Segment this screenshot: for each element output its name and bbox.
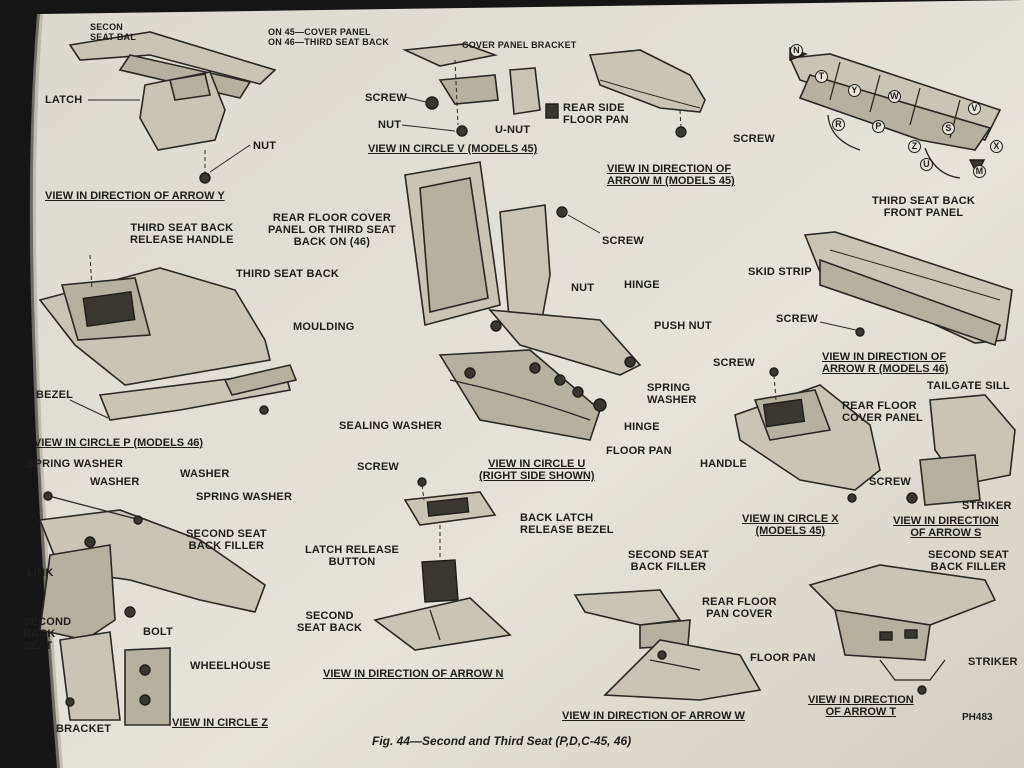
- key-letter-m: M: [973, 165, 986, 178]
- label-push-nut: PUSH NUT: [654, 320, 712, 332]
- view-arrow-y-drawing: [68, 31, 277, 184]
- label-bracket: BRACKET: [56, 723, 112, 735]
- view-circle-p-drawing: [38, 254, 298, 421]
- key-letter-s: S: [942, 122, 955, 135]
- label-screw-n: SCREW: [357, 461, 399, 473]
- caption-view-arrow-y: VIEW IN DIRECTION OF ARROW Y: [45, 190, 225, 202]
- figure-code: PH483: [962, 712, 993, 723]
- label-washer-left: WASHER: [90, 476, 140, 488]
- label-floor-pan-u: FLOOR PAN: [606, 445, 672, 457]
- label-striker-t: STRIKER: [968, 656, 1018, 668]
- figure-caption: Fig. 44—Second and Third Seat (P,D,C-45,…: [372, 734, 632, 748]
- label-handle: HANDLE: [700, 458, 748, 470]
- label-sealing-washer: SEALING WASHER: [339, 420, 443, 432]
- label-nut-v: NUT: [378, 119, 402, 131]
- caption-view-arrow-s: VIEW IN DIRECTION OF ARROW S: [893, 515, 999, 539]
- view-arrow-n-drawing: [373, 477, 512, 651]
- label-wheelhouse: WHEELHOUSE: [190, 660, 271, 672]
- key-letter-w: W: [888, 90, 901, 103]
- label-nut: NUT: [253, 140, 277, 152]
- label-screw-r: SCREW: [776, 313, 818, 325]
- label-third-seat-back-release-handle: THIRD SEAT BACK RELEASE HANDLE: [130, 222, 234, 246]
- view-circle-v-drawing: [401, 43, 559, 137]
- label-second-seat-back-filler-t: SECOND SEAT BACK FILLER: [928, 549, 1009, 573]
- label-nut-u: NUT: [571, 282, 595, 294]
- caption-view-circle-u: VIEW IN CIRCLE U (RIGHT SIDE SHOWN): [479, 458, 595, 482]
- label-moulding: MOULDING: [293, 321, 355, 333]
- key-letter-u: U: [920, 158, 933, 171]
- caption-view-arrow-w: VIEW IN DIRECTION OF ARROW W: [562, 710, 745, 722]
- label-second-back-seat: SECOND BACK SEAT: [23, 616, 72, 652]
- caption-view-circle-v: VIEW IN CIRCLE V (MODELS 45): [368, 143, 538, 155]
- label-spring-washer-top: SPRING WASHER: [27, 458, 124, 470]
- label-washer-right: WASHER: [180, 468, 230, 480]
- caption-view-circle-p: VIEW IN CIRCLE P (MODELS 46): [34, 437, 204, 449]
- label-u-nut: U-NUT: [495, 124, 531, 136]
- key-letter-r: R: [832, 118, 845, 131]
- view-circle-u-drawing: [404, 161, 642, 441]
- view-circle-x-drawing: [734, 367, 881, 503]
- caption-view-arrow-t: VIEW IN DIRECTION OF ARROW T: [808, 694, 914, 718]
- view-arrow-w-drawing: [573, 589, 762, 701]
- label-hinge-bottom: HINGE: [624, 421, 660, 433]
- view-arrow-t-drawing: [808, 564, 997, 695]
- label-second-seat-back-filler-z: SECOND SEAT BACK FILLER: [186, 528, 267, 552]
- key-letter-z: Z: [908, 140, 921, 153]
- key-letter-y: Y: [848, 84, 861, 97]
- key-letter-t: T: [815, 70, 828, 83]
- label-screw-x-top: SCREW: [713, 357, 755, 369]
- label-screw-m: SCREW: [733, 133, 775, 145]
- view-arrow-s-drawing: [906, 394, 1016, 506]
- label-bezel: BEZEL: [36, 389, 74, 401]
- label-skid-strip: SKID STRIP: [748, 266, 812, 278]
- label-third-seat-back-front-panel: THIRD SEAT BACK FRONT PANEL: [872, 195, 976, 219]
- label-second-seat-bal: SECON SEAT BAL: [90, 22, 136, 42]
- key-letter-p: P: [872, 120, 885, 133]
- label-rear-floor-cover-panel: REAR FLOOR COVER PANEL OR THIRD SEAT BAC…: [268, 212, 396, 248]
- label-floor-pan-w: FLOOR PAN: [750, 652, 816, 664]
- label-hinge-top: HINGE: [624, 279, 660, 291]
- label-rear-floor-pan-cover: REAR FLOOR PAN COVER: [702, 596, 777, 620]
- label-link: LINK: [27, 567, 54, 579]
- label-screw-u: SCREW: [602, 235, 644, 247]
- caption-view-arrow-n: VIEW IN DIRECTION OF ARROW N: [323, 668, 504, 680]
- label-tailgate-sill: TAILGATE SILL: [927, 380, 1010, 392]
- label-screw-x-bottom: SCREW: [869, 476, 911, 488]
- key-letter-v: V: [968, 102, 981, 115]
- caption-view-circle-z: VIEW IN CIRCLE Z: [172, 717, 268, 729]
- label-cover-panel-third-seat-back: ON 45—COVER PANEL ON 46—THIRD SEAT BACK: [268, 27, 390, 47]
- label-spring-washer-u: SPRING WASHER: [647, 382, 697, 406]
- label-bolt: BOLT: [143, 626, 173, 638]
- label-second-seat-back: SECOND SEAT BACK: [297, 610, 363, 634]
- label-spring-washer-right: SPRING WASHER: [196, 491, 293, 503]
- view-arrow-m-drawing: [588, 49, 706, 138]
- view-arrow-r-drawing: [803, 231, 1013, 347]
- key-letter-x: X: [990, 140, 1003, 153]
- label-back-latch-release-bezel: BACK LATCH RELEASE BEZEL: [520, 512, 614, 536]
- label-cover-panel-bracket: COVER PANEL BRACKET: [462, 40, 577, 50]
- label-third-seat-back: THIRD SEAT BACK: [236, 268, 340, 280]
- label-rear-side-floor-pan: REAR SIDE FLOOR PAN: [563, 102, 629, 126]
- caption-view-arrow-m: VIEW IN DIRECTION OF ARROW M (MODELS 45): [607, 163, 735, 187]
- caption-view-circle-x: VIEW IN CIRCLE X (MODELS 45): [742, 513, 839, 537]
- label-screw-v: SCREW: [365, 92, 407, 104]
- label-second-seat-back-filler-w: SECOND SEAT BACK FILLER: [628, 549, 709, 573]
- caption-view-arrow-r: VIEW IN DIRECTION OF ARROW R (MODELS 46): [822, 351, 949, 375]
- key-letter-n: N: [790, 44, 803, 57]
- label-latch-release-button: LATCH RELEASE BUTTON: [305, 544, 400, 568]
- label-rear-floor-cover-panel-x: REAR FLOOR COVER PANEL: [842, 400, 923, 424]
- label-latch: LATCH: [45, 94, 83, 106]
- view-circle-z-drawing: [38, 491, 266, 726]
- label-striker-s: STRIKER: [962, 500, 1012, 512]
